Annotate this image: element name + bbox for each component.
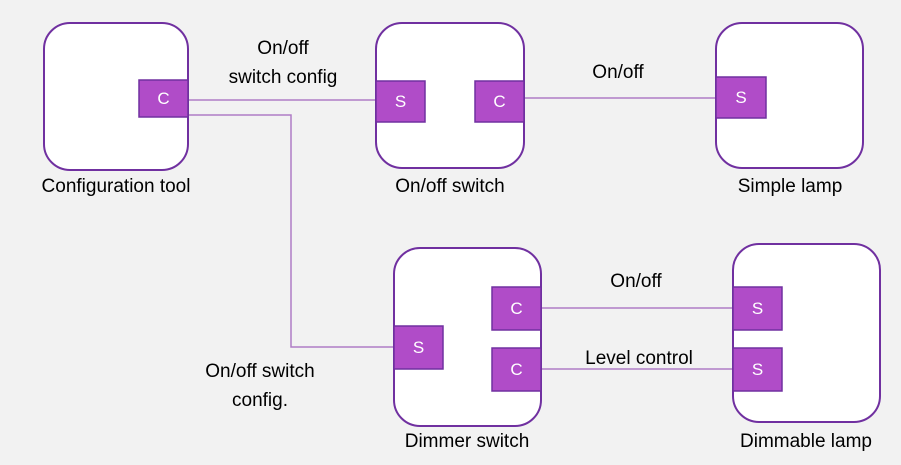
dimmer-level-to-lamp-label: Level control bbox=[585, 348, 693, 369]
dimmer-switch-label: Dimmer switch bbox=[405, 431, 530, 452]
client-port-box bbox=[138, 79, 189, 118]
dimmer-switch-server-port[interactable]: S bbox=[393, 325, 444, 370]
server-port-box bbox=[732, 286, 783, 331]
server-port-label: S bbox=[735, 88, 746, 107]
wire-config-to-dimmer-switch bbox=[188, 114, 394, 348]
simple-lamp-label: Simple lamp bbox=[738, 176, 843, 197]
onoff-switch-server-port[interactable]: S bbox=[375, 80, 426, 123]
client-port-label: C bbox=[493, 92, 505, 111]
configuration-tool-client-port[interactable]: C bbox=[138, 79, 189, 118]
server-port-label: S bbox=[395, 92, 406, 111]
device-simple-lamp[interactable]: S bbox=[715, 22, 864, 169]
server-port-label: S bbox=[413, 338, 424, 357]
simple-lamp-server-port[interactable]: S bbox=[715, 76, 767, 119]
server-port-box bbox=[393, 325, 444, 370]
device-dimmer-switch[interactable]: S C C bbox=[393, 247, 542, 427]
dimmer-switch-onoff-client-port[interactable]: C bbox=[491, 286, 542, 331]
client-port-label: C bbox=[157, 89, 169, 108]
server-port-box bbox=[732, 347, 783, 392]
client-port-label: C bbox=[510, 360, 522, 379]
dimmable-lamp-label: Dimmable lamp bbox=[740, 431, 872, 452]
onoff-switch-client-port[interactable]: C bbox=[474, 80, 525, 123]
client-port-box bbox=[474, 80, 525, 123]
dimmer-onoff-to-lamp-label: On/off bbox=[610, 271, 662, 292]
client-port-box bbox=[491, 286, 542, 331]
dimmable-lamp-onoff-server-port[interactable]: S bbox=[732, 286, 783, 331]
config-to-onoff-switch-label-line-1: On/off bbox=[257, 38, 309, 59]
client-port-box bbox=[491, 347, 542, 392]
dimmable-lamp-level-server-port[interactable]: S bbox=[732, 347, 783, 392]
config-to-dimmer-switch-label-line-2: config. bbox=[232, 390, 288, 411]
device-configuration-tool[interactable]: C bbox=[43, 22, 189, 171]
onoff-switch-label: On/off switch bbox=[395, 176, 504, 197]
dimmable-lamp-box bbox=[732, 243, 881, 423]
onoff-switch-to-simple-lamp-label: On/off bbox=[592, 62, 644, 83]
server-port-label: S bbox=[752, 299, 763, 318]
device-onoff-switch[interactable]: S C bbox=[375, 22, 525, 169]
device-dimmable-lamp[interactable]: S S bbox=[732, 243, 881, 423]
client-port-label: C bbox=[510, 299, 522, 318]
config-to-onoff-switch-label-line-2: switch config bbox=[229, 67, 338, 88]
configuration-tool-label: Configuration tool bbox=[42, 176, 191, 197]
server-port-label: S bbox=[752, 360, 763, 379]
dimmer-switch-level-client-port[interactable]: C bbox=[491, 347, 542, 392]
server-port-box bbox=[715, 76, 767, 119]
config-to-dimmer-switch-label-line-1: On/off switch bbox=[205, 361, 314, 382]
server-port-box bbox=[375, 80, 426, 123]
